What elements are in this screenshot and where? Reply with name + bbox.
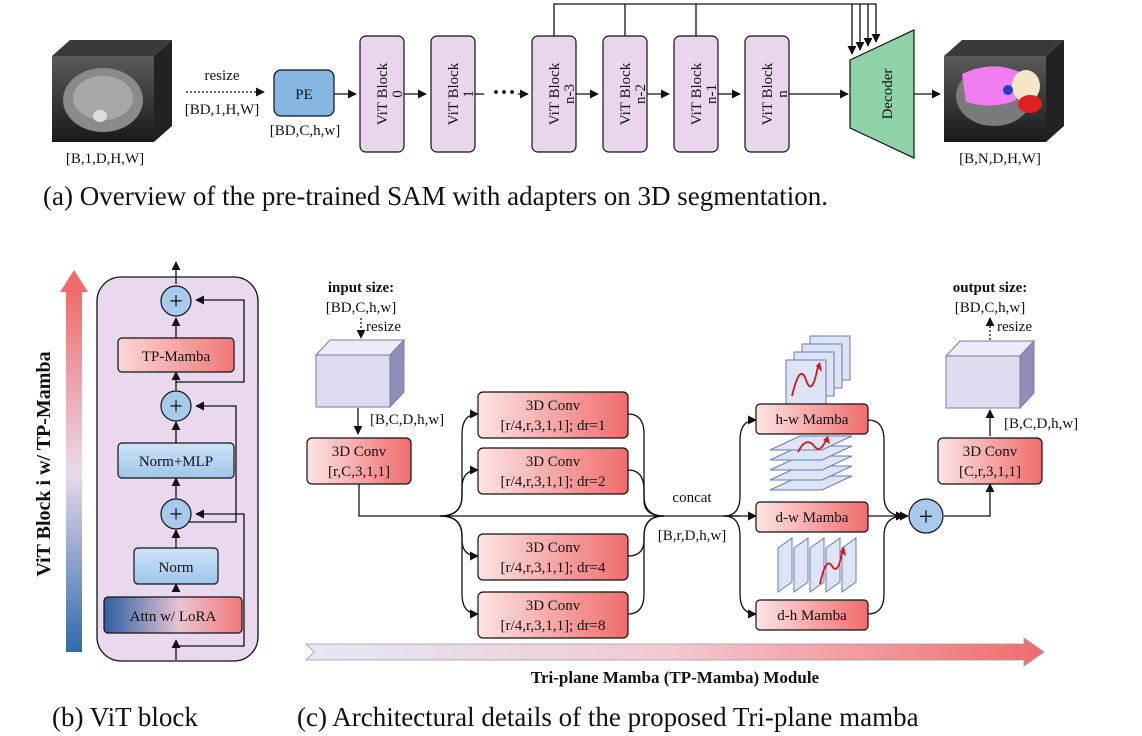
svg-text:ViT Block: ViT Block (446, 62, 462, 125)
caption-c: (c) Architectural details of the propose… (297, 702, 919, 732)
module-gradient-arrow (305, 637, 1045, 667)
side-gradient-arrow (60, 270, 88, 652)
svg-text:3D Conv: 3D Conv (526, 598, 581, 614)
svg-text:n-1: n-1 (704, 84, 720, 104)
norm-box (133, 547, 219, 585)
vit-block-1: ViT Block 1 (430, 35, 477, 153)
decoder-label: Decoder (880, 69, 896, 120)
svg-text:ViT Block: ViT Block (689, 62, 705, 125)
resize-out-label: resize (997, 319, 1032, 335)
svg-text:ViT Block: ViT Block (618, 62, 634, 125)
shape-in-label: [B,C,D,h,w] (370, 412, 444, 428)
svg-text:n-2: n-2 (633, 84, 649, 104)
panel-c: input size: [BD,C,h,w] resize [B,C,D,h,w… (297, 280, 1078, 732)
conv-branch-dr8: 3D Conv [r/4,r,3,1,1]; dr=8 (477, 591, 629, 639)
pe-label: PE (295, 87, 313, 103)
conv-out-box (937, 437, 1043, 485)
svg-text:[r/4,r,3,1,1]; dr=1: [r/4,r,3,1,1]; dr=1 (501, 418, 606, 434)
dw-plane-stack-icon (769, 435, 853, 491)
svg-text:n: n (775, 90, 791, 98)
conv-out-params: [C,r,3,1,1] (959, 464, 1021, 480)
caption-a: (a) Overview of the pre-trained SAM with… (43, 181, 828, 211)
vit-block-n: ViT Block n (744, 35, 791, 153)
svg-text:[r/4,r,3,1,1]; dr=2: [r/4,r,3,1,1]; dr=2 (501, 474, 606, 490)
module-label: Tri-plane Mamba (TP-Mamba) Module (531, 668, 820, 687)
input-size-label: input size: (328, 280, 394, 296)
output-size-label: output size: (953, 280, 1028, 296)
panel-b: ViT Block i w/ TP-Mamba + + (33, 261, 259, 732)
svg-text:ViT Block: ViT Block (760, 62, 776, 125)
pe-shape-label: [BD,C,h,w] (270, 123, 340, 139)
concat-shape-label: [B,r,D,h,w] (658, 528, 727, 544)
vit-block-n-3: ViT Block n-3 (531, 35, 578, 153)
decoder-block (849, 29, 915, 159)
hw-mamba-label: h-w Mamba (776, 412, 849, 428)
concat-label: concat (672, 490, 712, 506)
svg-text:3D Conv: 3D Conv (526, 540, 581, 556)
norm-mlp-box (117, 442, 235, 479)
svg-text:3D Conv: 3D Conv (526, 454, 581, 470)
skip-connections (553, 3, 881, 55)
panel-a: [B,1,D,H,W] resize [BD,1,H,W] PE [BD,C,h… (43, 3, 1064, 211)
svg-text:[r/4,r,3,1,1]; dr=4: [r/4,r,3,1,1]; dr=4 (501, 560, 606, 576)
svg-text:ViT Block: ViT Block (547, 62, 563, 125)
svg-text:n-3: n-3 (562, 84, 578, 104)
output-shape-label: [B,N,D,H,W] (959, 151, 1041, 167)
dh-plane-stack-icon (777, 537, 857, 593)
shape-out-label: [B,C,D,h,w] (1004, 416, 1078, 432)
vit-block-n-2: ViT Block n-2 (602, 35, 649, 153)
svg-text:ViT Block: ViT Block (375, 62, 391, 125)
svg-text:3D Conv: 3D Conv (526, 398, 581, 414)
dw-mamba-label: d-w Mamba (776, 510, 849, 526)
output-segmentation-volume (944, 40, 1064, 142)
conv-branch-dr4: 3D Conv [r/4,r,3,1,1]; dr=4 (477, 533, 629, 581)
resize-in-label: resize (366, 319, 401, 335)
output-size-value: [BD,C,h,w] (955, 300, 1025, 316)
dh-mamba-label: d-h Mamba (777, 608, 847, 624)
sum-node: + (908, 498, 944, 534)
plus-node-3: + (160, 498, 192, 530)
input-ct-volume (52, 40, 172, 142)
resize-shape-label: [BD,1,H,W] (185, 102, 260, 118)
attn-lora-label: Attn w/ LoRA (130, 609, 217, 625)
svg-text:+: + (169, 289, 183, 315)
vit-block-n-1: ViT Block n-1 (673, 35, 720, 153)
conv-out-title: 3D Conv (963, 444, 1018, 460)
attn-lora-box (103, 596, 243, 634)
conv-branch-dr2: 3D Conv [r/4,r,3,1,1]; dr=2 (477, 447, 629, 495)
svg-text:1: 1 (461, 90, 477, 98)
hw-mamba-box (755, 403, 869, 435)
conv-in-params: [r,C,3,1,1] (328, 464, 390, 480)
caption-b: (b) ViT block (52, 702, 198, 732)
norm-label: Norm (159, 560, 194, 576)
hw-plane-stack-icon (785, 335, 851, 405)
branch-lines (358, 409, 995, 619)
svg-text:0: 0 (390, 90, 406, 98)
side-label: ViT Block i w/ TP-Mamba (33, 351, 55, 576)
tp-mamba-label: TP-Mamba (142, 349, 211, 365)
conv-branch-dr1: 3D Conv [r/4,r,3,1,1]; dr=1 (477, 391, 629, 439)
svg-text:[r/4,r,3,1,1]; dr=8: [r/4,r,3,1,1]; dr=8 (501, 618, 606, 634)
vit-block-0: ViT Block 0 (359, 35, 406, 153)
ellipsis: ··· (492, 80, 516, 106)
plus-node-2: + (160, 390, 192, 422)
input-size-value: [BD,C,h,w] (326, 300, 396, 316)
svg-text:+: + (169, 502, 183, 528)
norm-mlp-label: Norm+MLP (139, 454, 213, 470)
output-feature-cube (944, 339, 1036, 410)
resize-label: resize (205, 68, 240, 84)
pe-block (273, 69, 335, 117)
input-shape-label: [B,1,D,H,W] (66, 151, 144, 167)
svg-text:+: + (169, 394, 183, 420)
tp-mamba-box (117, 337, 235, 373)
dw-mamba-box (755, 501, 869, 533)
input-feature-cube (314, 338, 406, 409)
conv-in-title: 3D Conv (332, 444, 387, 460)
svg-text:+: + (919, 502, 934, 531)
dh-mamba-box (755, 599, 869, 631)
plus-node-1: + (160, 285, 192, 317)
